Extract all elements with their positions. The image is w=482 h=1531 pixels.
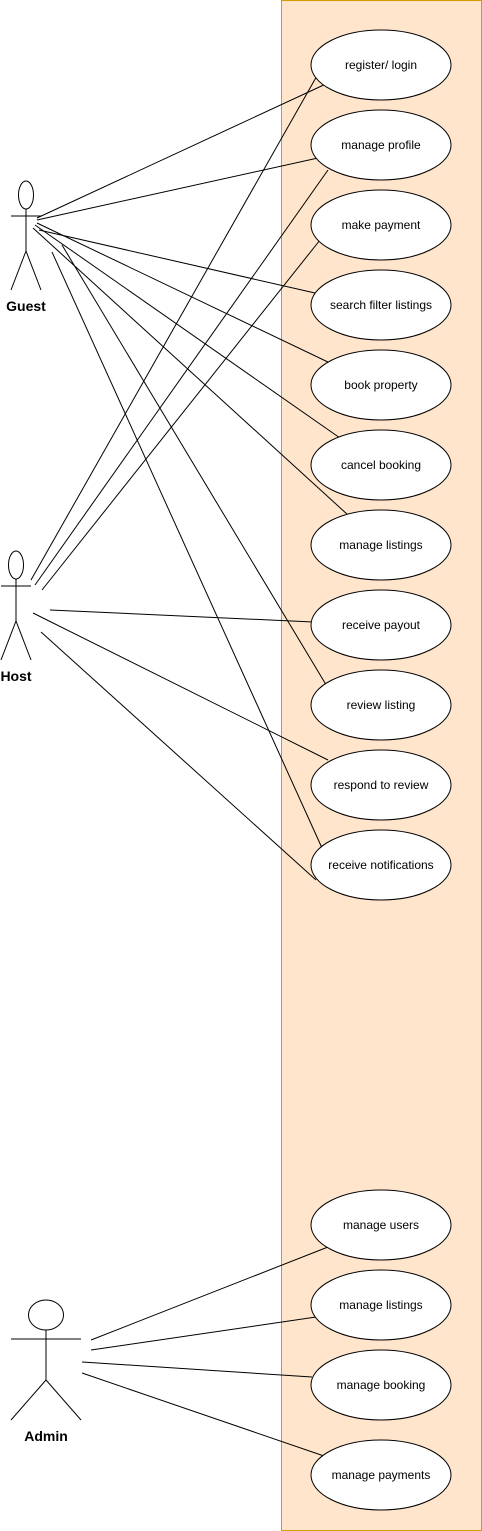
use-case-ellipse	[310, 1189, 452, 1261]
actor-guest[interactable]	[10, 180, 42, 291]
use-case-ellipse	[310, 269, 452, 341]
use-case-label: search filter listings	[330, 298, 432, 312]
use-case-label: make payment	[342, 218, 421, 232]
actor-right-leg	[15, 620, 32, 661]
association-host-register-login	[30, 73, 319, 581]
use-case-ellipse	[310, 669, 452, 741]
use-case-ellipse	[310, 829, 452, 901]
association-guest-register-login	[36, 82, 329, 219]
association-host-receive-payout	[49, 609, 314, 623]
use-case-register-login[interactable]: register/ login	[310, 29, 452, 101]
use-case-label: manage payments	[332, 1468, 431, 1482]
use-case-receive-notifications[interactable]: receive notifications	[310, 829, 452, 901]
actor-host[interactable]	[0, 550, 32, 661]
actor-guest-label: Guest	[6, 298, 46, 314]
use-case-label: cancel booking	[341, 458, 421, 472]
use-case-label: manage booking	[337, 1378, 426, 1392]
use-case-manage-booking[interactable]: manage booking	[310, 1349, 452, 1421]
use-case-label: review listing	[347, 698, 416, 712]
use-case-label: manage listings	[339, 1298, 422, 1312]
actor-left-leg	[0, 620, 17, 661]
association-host-manage-profile	[34, 169, 329, 586]
association-admin-manage-listings	[90, 1316, 317, 1351]
use-case-respond-to-review[interactable]: respond to review	[310, 749, 452, 821]
use-case-ellipse	[310, 29, 452, 101]
association-guest-review-listing	[61, 244, 329, 689]
use-case-ellipse	[310, 429, 452, 501]
use-case-receive-payout[interactable]: receive payout	[310, 589, 452, 661]
use-case-ellipse	[310, 1349, 452, 1421]
actor-admin[interactable]	[10, 1299, 82, 1421]
use-case-label: register/ login	[345, 58, 417, 72]
association-host-receive-notifications	[40, 631, 317, 881]
actor-head	[8, 550, 24, 580]
use-case-manage-payments[interactable]: manage payments	[310, 1439, 452, 1511]
actor-right-leg	[45, 1379, 82, 1421]
use-case-label: receive notifications	[328, 858, 433, 872]
actor-head	[28, 1299, 64, 1331]
use-case-label: receive payout	[342, 618, 421, 632]
association-host-respond-to-review	[32, 612, 329, 761]
association-guest-manage-listings	[32, 227, 349, 516]
association-admin-manage-users	[90, 1246, 329, 1341]
use-case-manage-profile[interactable]: manage profile	[310, 109, 452, 181]
use-case-admin-manage-listings[interactable]: manage listings	[310, 1269, 452, 1341]
use-case-cancel-booking[interactable]: cancel booking	[310, 429, 452, 501]
association-host-make-payment	[41, 239, 321, 591]
actor-left-leg	[10, 1379, 47, 1421]
actor-left-leg	[10, 250, 27, 291]
actor-host-label: Host	[0, 668, 31, 684]
association-admin-manage-payments	[81, 1372, 325, 1457]
associations	[30, 73, 349, 1457]
association-guest-book-property	[36, 222, 331, 364]
use-case-book-property[interactable]: book property	[310, 349, 452, 421]
use-case-manage-users[interactable]: manage users	[310, 1189, 452, 1261]
actor-right-leg	[25, 250, 42, 291]
use-case-ellipse	[310, 749, 452, 821]
use-case-label: book property	[344, 378, 417, 392]
use-case-label: respond to review	[334, 778, 429, 792]
association-admin-manage-booking	[81, 1361, 313, 1378]
association-guest-receive-notifications	[51, 251, 323, 849]
use-case-ellipse	[310, 1269, 452, 1341]
use-case-ellipse	[310, 1439, 452, 1511]
use-case-ellipse	[310, 109, 452, 181]
use-case-make-payment[interactable]: make payment	[310, 189, 452, 261]
association-guest-search-filter-listings	[38, 229, 316, 294]
use-case-ellipse	[310, 589, 452, 661]
use-case-label: manage profile	[341, 138, 421, 152]
use-case-manage-listings[interactable]: manage listings	[310, 509, 452, 581]
association-guest-cancel-booking	[34, 224, 341, 439]
actor-admin-label: Admin	[24, 1428, 68, 1444]
association-guest-manage-profile	[36, 157, 319, 221]
use-case-search-filter-listings[interactable]: search filter listings	[310, 269, 452, 341]
use-case-label: manage users	[343, 1218, 419, 1232]
actor-head	[18, 180, 34, 210]
use-case-review-listing[interactable]: review listing	[310, 669, 452, 741]
use-case-label: manage listings	[339, 538, 422, 552]
use-case-ellipse	[310, 189, 452, 261]
use-case-ellipse	[310, 509, 452, 581]
use-case-ellipse	[310, 349, 452, 421]
